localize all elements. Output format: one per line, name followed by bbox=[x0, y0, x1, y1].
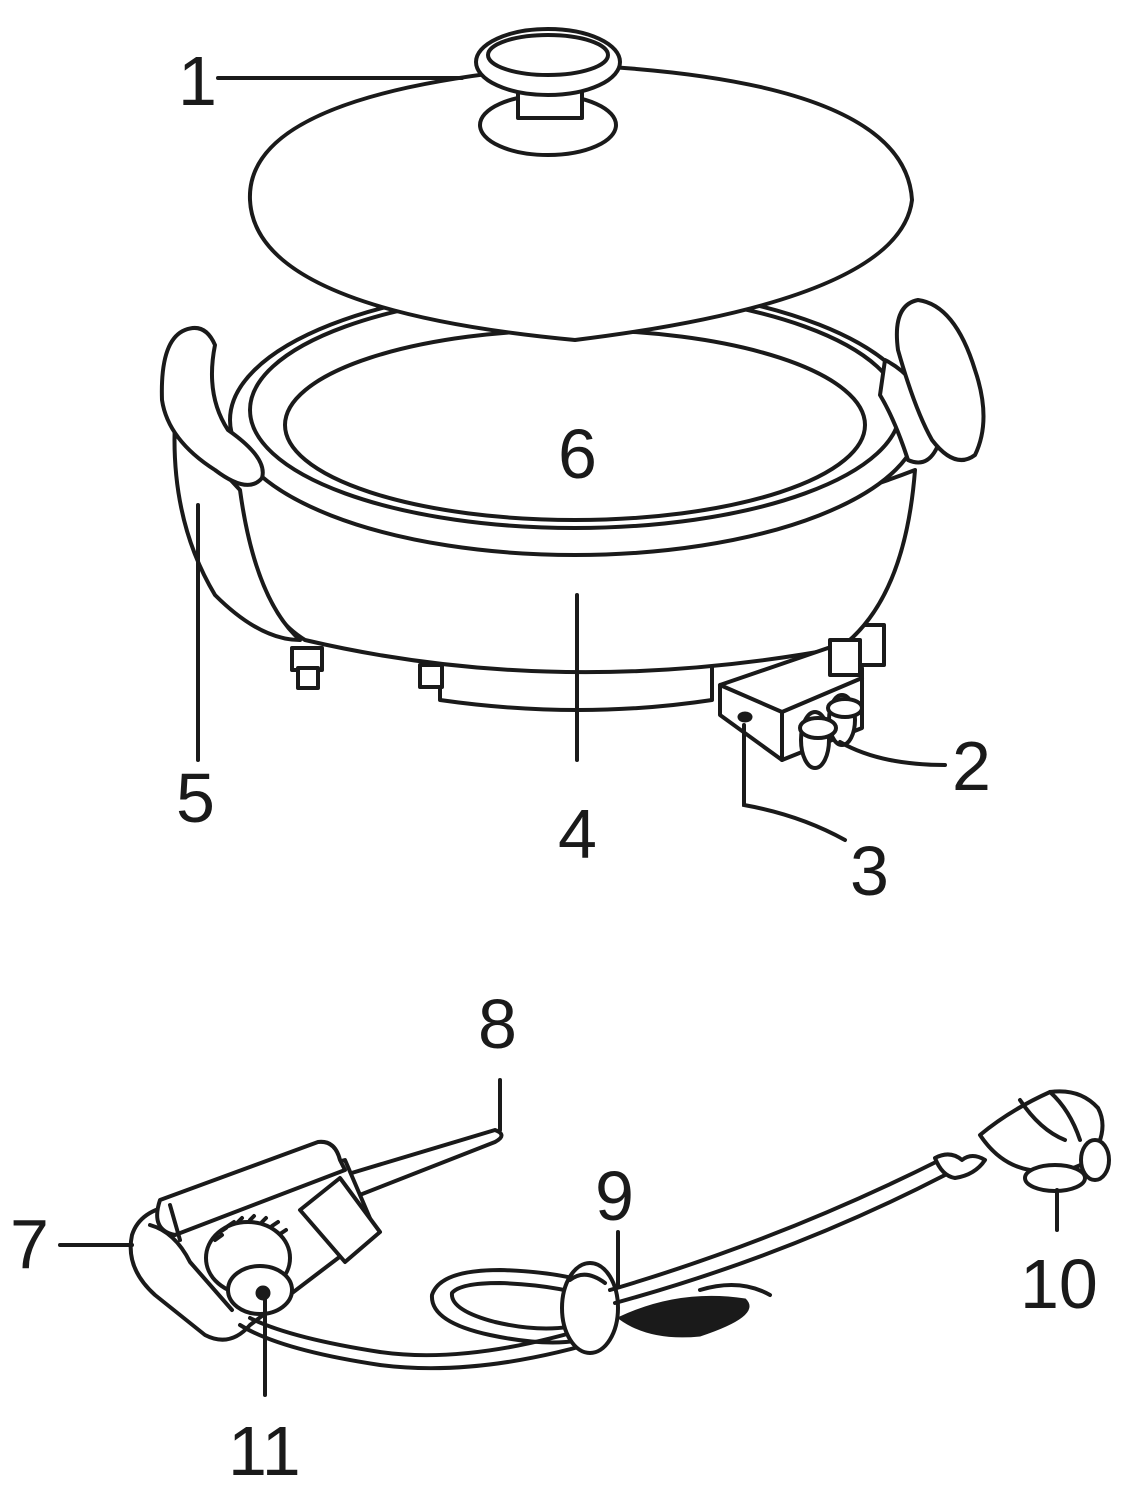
label-3: 3 bbox=[850, 832, 889, 910]
cord-tie bbox=[560, 1261, 620, 1355]
label-9: 9 bbox=[595, 1157, 634, 1235]
label-10: 10 bbox=[1020, 1245, 1098, 1323]
label-1: 1 bbox=[178, 42, 217, 120]
temperature-dial bbox=[204, 1214, 294, 1316]
label-4: 4 bbox=[558, 795, 597, 873]
pan-handle-right bbox=[878, 298, 986, 465]
probe-rod bbox=[343, 1128, 504, 1200]
power-cord bbox=[238, 1158, 947, 1371]
plug-pin-left bbox=[1023, 1163, 1087, 1193]
socket-pins bbox=[798, 693, 864, 770]
pan-handle-left bbox=[159, 325, 302, 642]
lid bbox=[247, 27, 914, 342]
leader-lines bbox=[58, 76, 1059, 1397]
label-5: 5 bbox=[176, 759, 215, 837]
label-8: 8 bbox=[478, 985, 517, 1063]
temperature-probe-controller bbox=[128, 1128, 504, 1342]
power-plug bbox=[933, 1089, 1111, 1193]
pan-foot-middle bbox=[418, 663, 444, 689]
label-7: 7 bbox=[10, 1205, 49, 1283]
label-11: 11 bbox=[228, 1412, 301, 1490]
label-6: 6 bbox=[558, 415, 597, 493]
part-labels: 1 2 3 4 5 6 7 8 9 10 11 bbox=[10, 42, 1098, 1490]
lid-knob bbox=[474, 27, 622, 157]
pan-foot-left bbox=[290, 646, 324, 690]
temperature-probe-socket bbox=[718, 638, 864, 770]
label-2: 2 bbox=[952, 727, 991, 805]
plug-pin-right bbox=[1079, 1138, 1111, 1182]
